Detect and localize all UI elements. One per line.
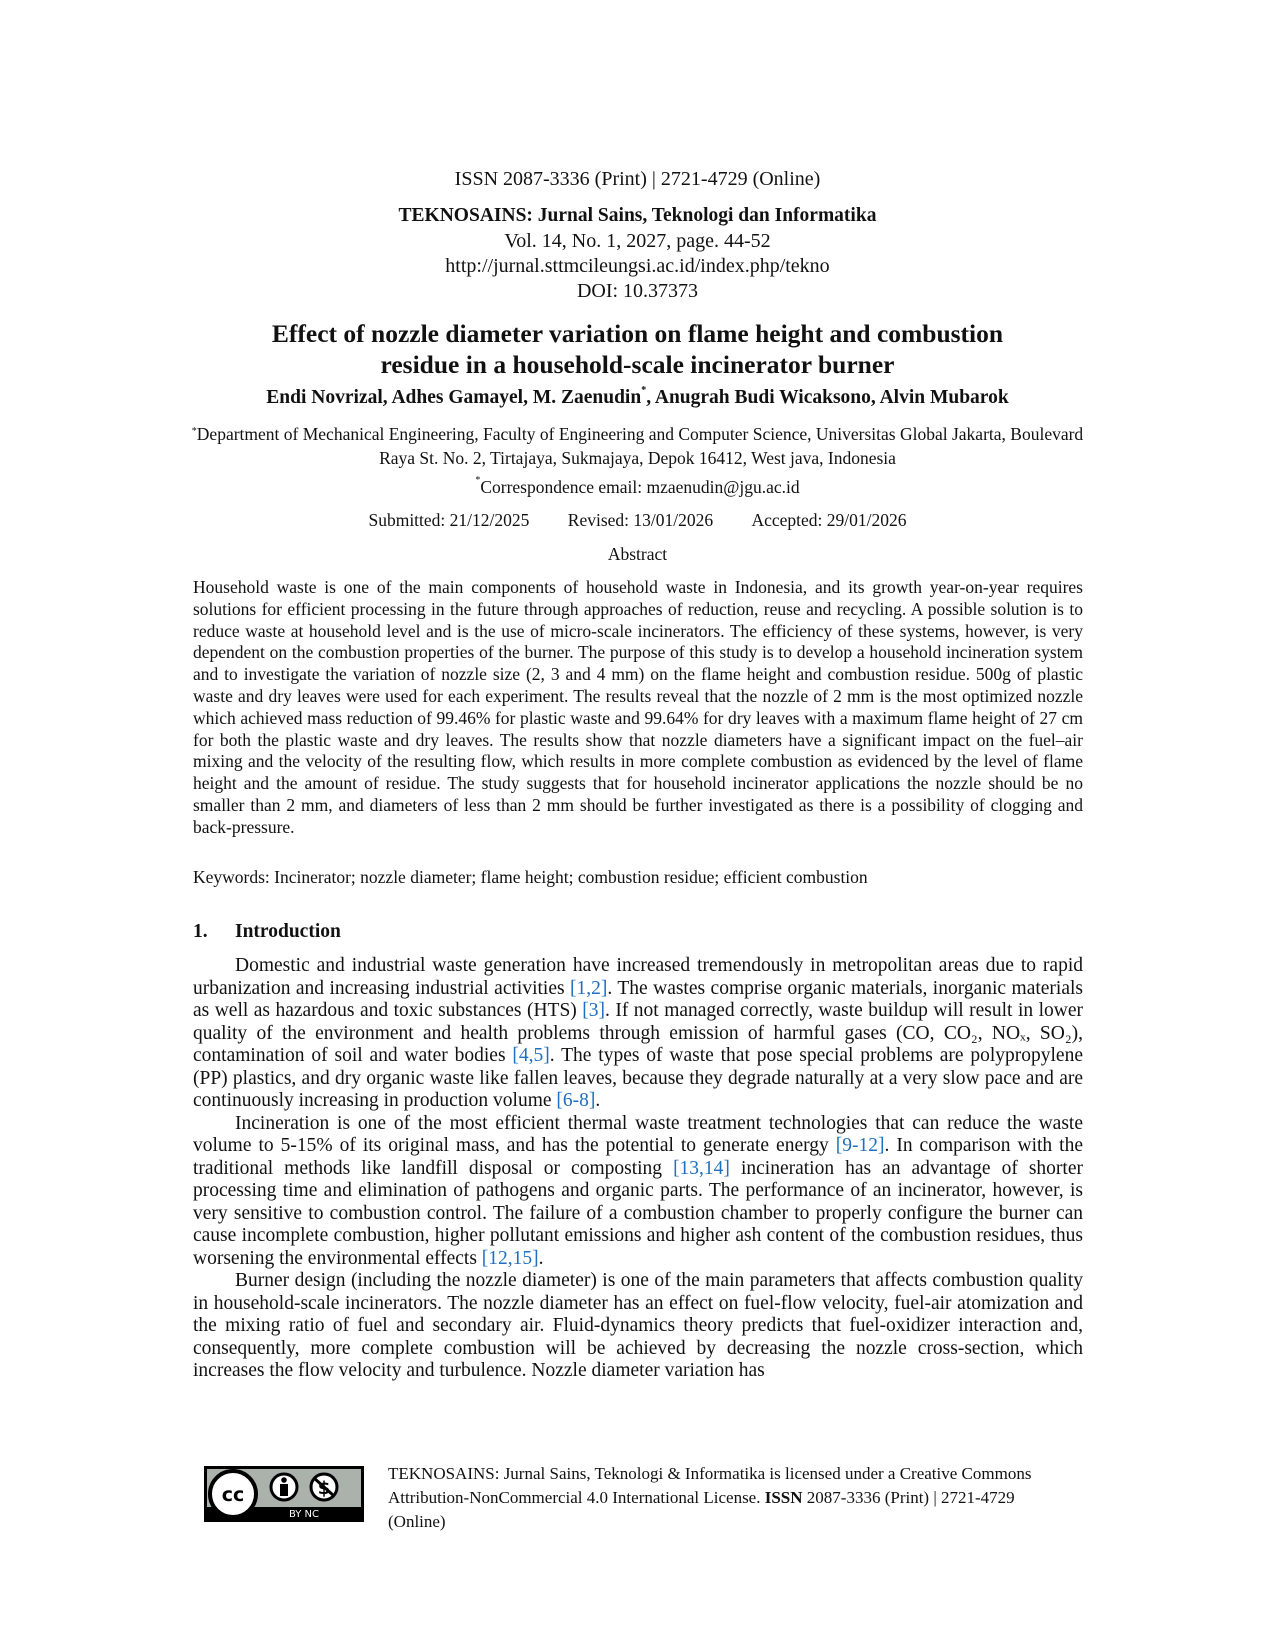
citation-link[interactable]: [4,5] xyxy=(512,1045,550,1066)
paragraph-text: Domestic and industrial waste generation… xyxy=(193,955,1083,999)
license-issn-label: ISSN xyxy=(764,1488,803,1507)
affiliation-mark: * xyxy=(191,426,197,437)
license-notice: TEKNOSAINS: Jurnal Sains, Teknologi & In… xyxy=(388,1462,1048,1534)
revised-date: Revised: 13/01/2026 xyxy=(567,510,714,530)
correspondence-email: Correspondence email: mzaenudin@jgu.ac.i… xyxy=(480,477,800,497)
citation-link[interactable]: [13,14] xyxy=(673,1157,730,1179)
license-logo-label: BY NC xyxy=(289,1509,319,1520)
paper-title-line-2: residue in a household-scale incinerator… xyxy=(380,350,895,379)
paragraph-text: . xyxy=(595,1090,601,1111)
abstract-text: Household waste is one of the main compo… xyxy=(193,577,1083,837)
section-title: Introduction xyxy=(235,921,341,942)
paragraph-1: Domestic and industrial waste generation… xyxy=(193,955,1083,1113)
affiliation: *Department of Mechanical Engineering, F… xyxy=(190,422,1085,470)
affiliation-text: Department of Mechanical Engineering, Fa… xyxy=(196,424,1084,468)
citation-link[interactable]: [6-8] xyxy=(556,1090,596,1111)
authors-part-1: Endi Novrizal, Adhes Gamayel, M. Zaenudi… xyxy=(266,387,642,408)
submitted-date: Submitted: 21/12/2025 xyxy=(368,510,530,530)
section-number: 1. xyxy=(193,921,208,942)
paragraph-text: incineration has an advantage of shorter… xyxy=(193,1157,1083,1269)
paragraph-text: Incineration is one of the most efficien… xyxy=(193,1112,1083,1157)
journal-issn: ISSN 2087-3336 (Print) | 2721-4729 (Onli… xyxy=(454,168,821,190)
paragraph-text: . xyxy=(538,1247,544,1269)
cc-by-nc-license-icon[interactable]: cc $ BY NC xyxy=(204,1466,364,1522)
license-issn-value: 2087-3336 (Print) | 2721-4729 (Online) xyxy=(388,1488,1015,1531)
svg-text:cc: cc xyxy=(222,1484,245,1506)
citation-link[interactable]: [1,2] xyxy=(570,977,608,999)
journal-url[interactable]: http://jurnal.sttmcileungsi.ac.id/index.… xyxy=(445,255,830,277)
accepted-date: Accepted: 29/01/2026 xyxy=(751,510,907,530)
author-list: Endi Novrizal, Adhes Gamayel, M. Zaenudi… xyxy=(0,385,1275,409)
correspondence: *Correspondence email: mzaenudin@jgu.ac.… xyxy=(0,475,1275,498)
abstract-heading: Abstract xyxy=(607,544,668,564)
submission-dates: Submitted: 21/12/2025 Revised: 13/01/202… xyxy=(0,510,1275,531)
paragraph-text: . If not managed correctly, waste buildu… xyxy=(193,1000,1083,1066)
paragraph-3: Burner design (including the nozzle diam… xyxy=(193,1270,1083,1381)
paper-title: Effect of nozzle diameter variation on f… xyxy=(0,318,1275,380)
section-heading: 1. Introduction xyxy=(193,921,341,943)
paragraph-text: . The types of waste that pose special p… xyxy=(193,1045,1083,1111)
paragraph-text: . In comparison with the traditional met… xyxy=(193,1135,1083,1179)
citation-link[interactable]: [12,15] xyxy=(481,1247,539,1269)
corresponding-author-mark: * xyxy=(641,385,647,396)
paragraph-text: . The wastes comprise organic materials,… xyxy=(193,977,1083,1022)
journal-name: TEKNOSAINS: Jurnal Sains, Teknologi dan … xyxy=(398,205,877,226)
section-body: Domestic and industrial waste generation… xyxy=(193,955,1083,1383)
journal-doi: DOI: 10.37373 xyxy=(576,280,699,302)
paper-title-line-1: Effect of nozzle diameter variation on f… xyxy=(271,319,1004,348)
correspondence-mark: * xyxy=(475,475,481,486)
citation-link[interactable]: [9-12] xyxy=(835,1135,885,1156)
keywords: Keywords: Incinerator; nozzle diameter; … xyxy=(193,867,868,887)
authors-part-2: , Anugrah Budi Wicaksono, Alvin Mubarok xyxy=(646,387,1009,408)
journal-volume: Vol. 14, No. 1, 2027, page. 44-52 xyxy=(504,230,771,252)
citation-link[interactable]: [3] xyxy=(582,1000,605,1021)
paragraph-2: Incineration is one of the most efficien… xyxy=(193,1113,1083,1271)
license-text: TEKNOSAINS: Jurnal Sains, Teknologi & In… xyxy=(388,1464,1032,1507)
